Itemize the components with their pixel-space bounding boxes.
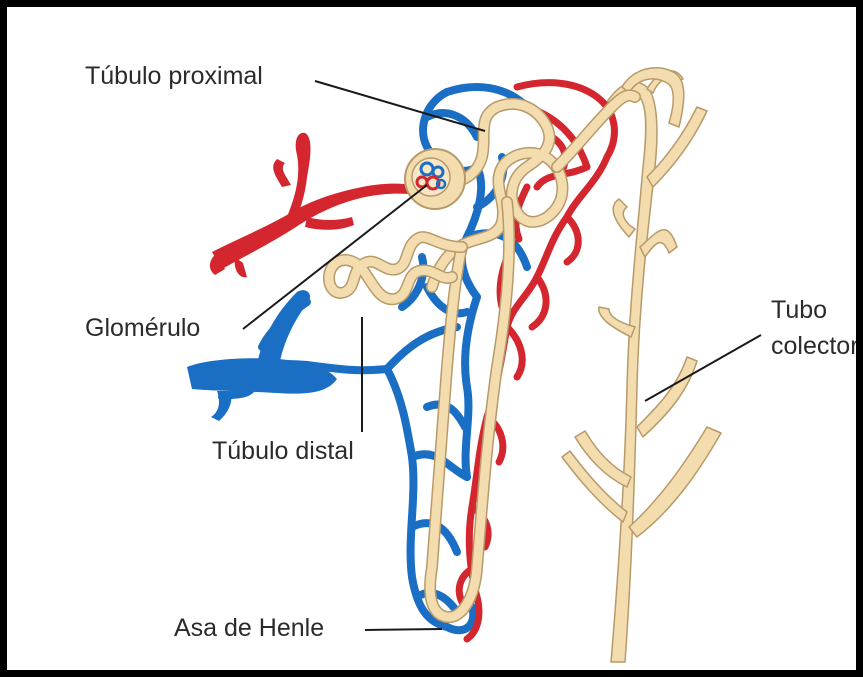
label-tubo-colector: Tubo colector [771, 292, 859, 364]
renal-vein [187, 290, 337, 421]
glomerulus [405, 149, 465, 209]
label-tubulo-distal: Túbulo distal [212, 436, 354, 466]
label-tubo-colector-line1: Tubo [771, 292, 859, 328]
label-glomerulo: Glomérulo [85, 313, 200, 343]
leader-line-asa-de-henle [365, 629, 442, 630]
renal-artery [210, 133, 422, 278]
leader-line-tubo-colector [645, 335, 761, 401]
label-asa-de-henle: Asa de Henle [174, 613, 324, 643]
label-tubo-colector-line2: colector [771, 328, 859, 364]
label-tubulo-proximal: Túbulo proximal [85, 61, 263, 91]
